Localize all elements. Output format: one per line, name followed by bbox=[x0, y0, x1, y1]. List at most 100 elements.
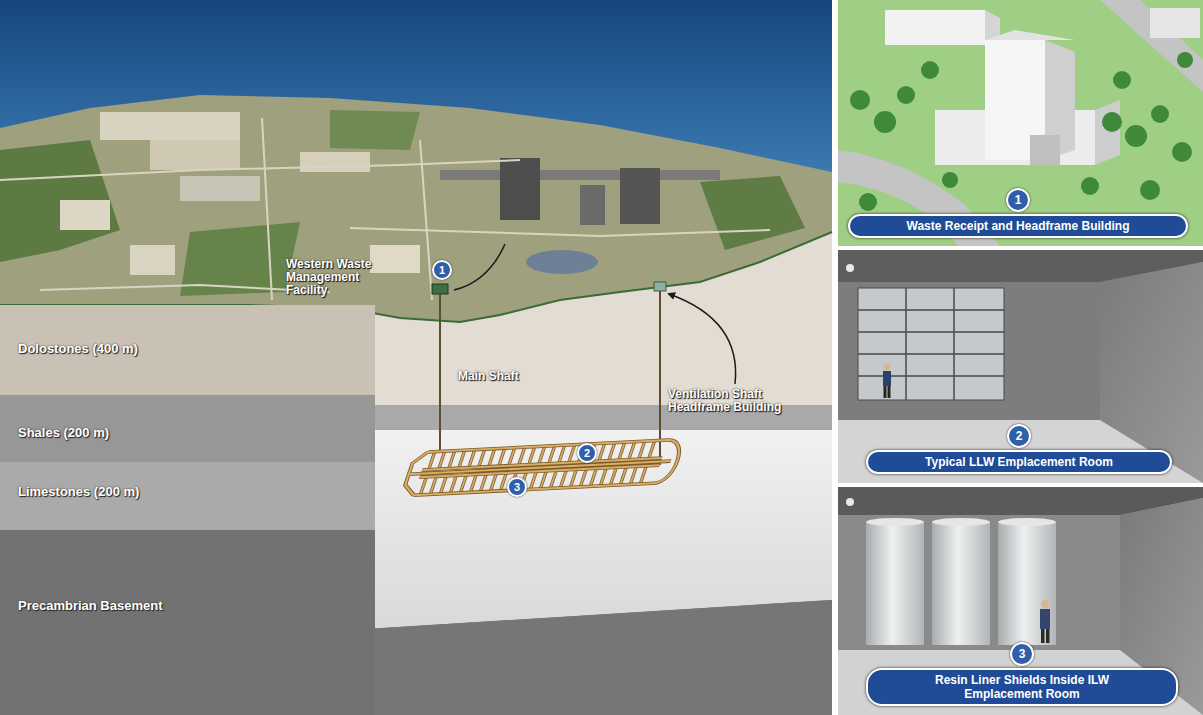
headframe-render-part bbox=[850, 90, 870, 110]
ilw-room-render-part bbox=[838, 487, 1203, 715]
llw-room-render-part bbox=[838, 250, 1203, 483]
aerial-site-part bbox=[500, 158, 540, 220]
callout-number: 2 bbox=[577, 443, 597, 463]
ilw-room-render-part bbox=[846, 498, 854, 506]
aerial-site-part bbox=[620, 168, 660, 224]
shaft-label: Main Shaft bbox=[458, 370, 548, 383]
rock-layer-band: Limestones (200 m) bbox=[0, 462, 375, 530]
headframe-render-part bbox=[1113, 71, 1131, 89]
ilw-room-render-part bbox=[1041, 629, 1045, 643]
callout-text: 3 bbox=[509, 479, 525, 495]
aerial-site bbox=[0, 95, 832, 322]
callout-text: 2 bbox=[579, 445, 595, 461]
llw-room-render-part bbox=[838, 420, 1203, 483]
llw-room-render-part bbox=[884, 364, 891, 371]
facility-label: Western Waste Management Facility bbox=[286, 258, 398, 297]
headframe-render-part bbox=[859, 193, 877, 211]
aerial-site-part bbox=[0, 160, 520, 180]
ilw-room-render-part bbox=[1046, 629, 1050, 643]
headframe-render-part bbox=[874, 111, 896, 133]
layer-label: Limestones (200 m) bbox=[0, 484, 375, 499]
headframe-render-part bbox=[1102, 112, 1122, 132]
ilw-room-render bbox=[838, 487, 1203, 715]
aerial-site-part bbox=[432, 284, 448, 294]
aerial-site-part bbox=[700, 176, 805, 250]
headframe-render-part bbox=[942, 172, 958, 188]
headframe-render-part bbox=[1095, 100, 1120, 165]
headframe-render bbox=[838, 0, 1203, 246]
aerial-site-part bbox=[60, 200, 110, 230]
ilw-room-render-part bbox=[866, 522, 924, 645]
aerial-site-part bbox=[330, 110, 420, 150]
caption-pill: Typical LLW Emplacement Room2 bbox=[866, 450, 1172, 474]
callout-number: 2 bbox=[1007, 424, 1031, 448]
headframe-render-part bbox=[985, 30, 1075, 40]
ilw-room-render-part bbox=[998, 522, 1056, 645]
aerial-site-part bbox=[300, 152, 370, 172]
headframe-render-part bbox=[885, 10, 985, 45]
callout-text: 3 bbox=[1012, 644, 1032, 664]
callout-number: 1 bbox=[1006, 188, 1030, 212]
aerial-site-part bbox=[150, 140, 240, 170]
llw-room-render-part bbox=[888, 386, 891, 398]
layer-label: Precambrian Basement bbox=[0, 598, 375, 613]
ilw-room-render-part bbox=[1041, 600, 1049, 608]
callout-text: 2 bbox=[1009, 426, 1029, 446]
callout-text: 1 bbox=[434, 262, 450, 278]
aerial-site-part bbox=[420, 140, 432, 300]
headframe-render-part bbox=[1151, 105, 1169, 123]
llw-room-render-part bbox=[883, 371, 891, 386]
aerial-site-part bbox=[100, 112, 240, 140]
shafts bbox=[440, 244, 736, 465]
headframe-render-part bbox=[838, 0, 1203, 246]
ilw-room-render-part bbox=[998, 518, 1056, 526]
llw-room-render-part bbox=[846, 264, 854, 272]
rock-layer-band: Dolostones (400 m) bbox=[0, 305, 375, 395]
caption-text: Resin Liner Shields Inside ILW Emplaceme… bbox=[902, 673, 1142, 701]
llw-room-render-part bbox=[858, 288, 1004, 400]
rock-layer-band: Precambrian Basement bbox=[0, 530, 375, 715]
llw-room-render bbox=[838, 250, 1203, 483]
headframe-render-part bbox=[897, 86, 915, 104]
strata-block bbox=[0, 0, 832, 715]
aerial-site-part bbox=[0, 140, 120, 262]
headframe-render-part bbox=[1100, 0, 1203, 92]
ilw-room-render-part bbox=[932, 522, 990, 645]
llw-room-render-part bbox=[884, 386, 887, 398]
strata-block-part bbox=[350, 600, 832, 715]
repository-layout-part bbox=[402, 439, 685, 496]
shafts-part bbox=[454, 244, 505, 290]
repository-layout-part bbox=[402, 439, 685, 496]
headframe-render-part bbox=[1030, 135, 1060, 165]
aerial-site-part bbox=[180, 176, 260, 201]
ilw-room-render-part bbox=[866, 518, 924, 526]
aerial-site-part bbox=[580, 185, 605, 225]
aerial-site-part bbox=[654, 282, 666, 291]
callout-text: 1 bbox=[1008, 190, 1028, 210]
aerial-site-part bbox=[262, 118, 272, 300]
shafts-part bbox=[439, 294, 441, 452]
ilw-room-render-part bbox=[1040, 609, 1050, 629]
headframe-render-part bbox=[1172, 142, 1192, 162]
headframe-render-part bbox=[1150, 8, 1200, 38]
headframe-render-part bbox=[1177, 52, 1193, 68]
headframe-render-part bbox=[1125, 125, 1147, 147]
strata-block-part bbox=[350, 430, 832, 630]
headframe-render-part bbox=[1081, 177, 1099, 195]
aerial-site-part bbox=[0, 95, 832, 322]
callout-number: 1 bbox=[432, 260, 452, 280]
aerial-site-part bbox=[526, 250, 598, 274]
aerial-site-part bbox=[440, 170, 720, 180]
headframe-render-part bbox=[850, 52, 1193, 211]
aerial-site-part bbox=[370, 245, 420, 273]
repository-layout bbox=[402, 439, 685, 496]
aerial-site-part bbox=[130, 245, 175, 275]
aerial-site-part bbox=[350, 228, 770, 236]
callout-number: 3 bbox=[507, 477, 527, 497]
rock-layer-band: Shales (200 m) bbox=[0, 395, 375, 462]
caption-pill: Waste Receipt and Headframe Building1 bbox=[848, 214, 1188, 238]
caption-text: Waste Receipt and Headframe Building bbox=[860, 219, 1176, 233]
caption-pill: Resin Liner Shields Inside ILW Emplaceme… bbox=[866, 668, 1178, 706]
caption-text: Typical LLW Emplacement Room bbox=[878, 455, 1160, 469]
